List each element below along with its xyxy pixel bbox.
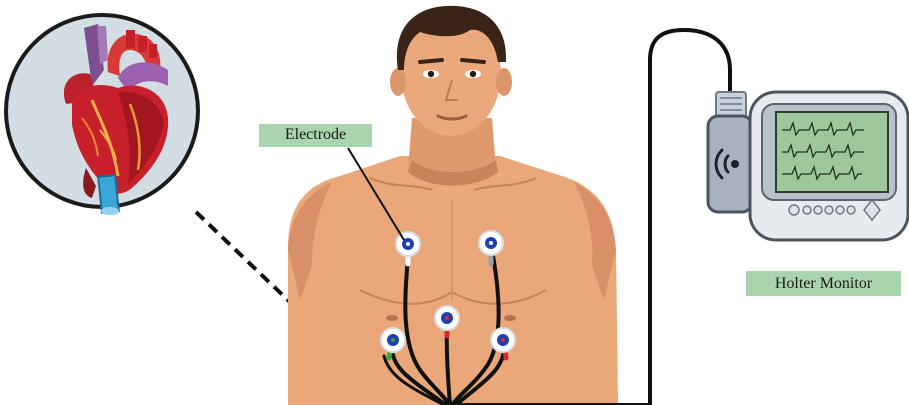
patient-figure [288,6,618,405]
electrode-label: Electrode [259,124,372,147]
holter-monitor-device [708,92,908,240]
holter-monitor-label: Holter Monitor [746,271,901,296]
electrode-upper-left [479,231,503,255]
electrode-lower-left [491,328,515,352]
electrode-lower-right [381,328,405,352]
electrode-upper-right [396,232,420,256]
patient-head [390,6,512,136]
heart-inset [6,15,198,215]
electrode-center [435,306,459,330]
